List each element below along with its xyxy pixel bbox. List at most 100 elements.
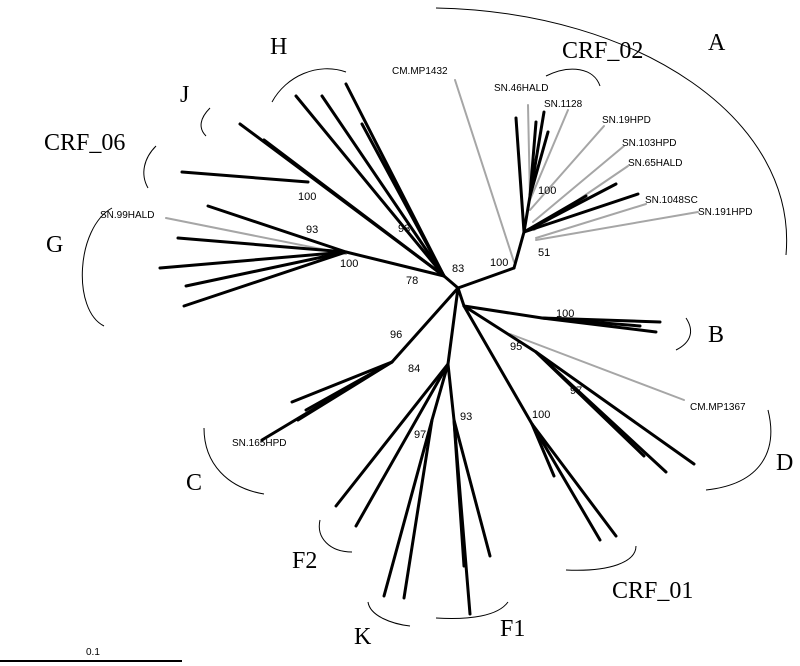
branch-sn-1128	[529, 109, 569, 201]
bootstrap-label: 95	[510, 341, 522, 353]
branch-root-a	[456, 266, 516, 290]
bootstrap-label: 100	[532, 409, 550, 421]
branch-g-4	[184, 250, 348, 288]
branch-sn-103hpd	[532, 145, 625, 223]
clade-labels: A CRF_02 H J CRF_06 G B D CRF_01 F1 K F2…	[44, 30, 793, 650]
bootstrap-label: 100	[538, 185, 556, 197]
branch-crf06-b	[180, 170, 310, 184]
branch-d-stem	[462, 304, 538, 354]
clade-arc-f2	[318, 519, 353, 553]
branch-c-1	[290, 360, 394, 404]
bootstrap-label: 100	[490, 257, 508, 269]
branch-cm-mp1367	[509, 333, 685, 401]
taxon-cm-mp1367: CM.MP1367	[690, 402, 746, 413]
branch-crf01-3	[530, 422, 556, 478]
branch-f1-3	[452, 418, 466, 568]
clade-brackets	[81, 7, 788, 627]
taxon-sn-19hpd: SN.19HPD	[602, 115, 651, 126]
branch-root-h	[442, 274, 460, 290]
branch-f1-2	[452, 418, 492, 558]
bootstrap-label: 51	[538, 247, 550, 259]
branch-f2-1	[354, 362, 450, 528]
tree-branches	[158, 82, 696, 616]
taxon-labels: CM.MP1432 SN.46HALD SN.1128 SN.19HPD SN.…	[100, 66, 752, 449]
clade-label-j: J	[180, 82, 189, 108]
branch-crf01-2	[530, 422, 602, 542]
clade-label-d: D	[776, 450, 793, 476]
taxon-sn-1128: SN.1128	[544, 99, 583, 110]
clade-label-crf02: CRF_02	[562, 38, 643, 64]
branch-crf02-c	[528, 130, 550, 198]
branch-crf01-stem	[462, 304, 534, 426]
branch-sn-1048sc	[535, 203, 647, 239]
taxon-cm-mp1432: CM.MP1432	[392, 66, 448, 77]
branch-sn-191hpd	[535, 211, 699, 241]
taxon-sn-46hald: SN.46HALD	[494, 83, 548, 94]
bootstrap-label: 100	[556, 308, 574, 320]
scale-bar: 0.1	[0, 647, 182, 662]
branch-d-1	[534, 350, 696, 466]
bootstrap-label: 84	[408, 363, 420, 375]
clade-arc-a	[435, 7, 788, 256]
branch-crf01-1	[530, 422, 618, 538]
clade-arc-crf01	[565, 545, 637, 571]
clade-label-crf06: CRF_06	[44, 130, 125, 156]
branch-f2-2	[334, 362, 450, 508]
branch-k-2	[402, 418, 434, 600]
clade-label-b: B	[708, 322, 724, 348]
clade-label-crf01: CRF_01	[612, 578, 693, 604]
bootstrap-label: 93	[460, 411, 472, 423]
bootstrap-label: 96	[390, 329, 402, 341]
branch-g-stem	[344, 250, 446, 278]
clade-label-h: H	[270, 34, 287, 60]
branch-k-stem	[430, 362, 450, 422]
clade-label-g: G	[46, 232, 63, 258]
branch-a-stem	[512, 230, 526, 270]
taxon-sn-191hpd: SN.191HPD	[698, 207, 752, 218]
branch-g-2	[176, 236, 348, 254]
branch-g-1	[206, 204, 348, 254]
branch-crf02-stem	[522, 194, 532, 234]
branch-crf02-b	[528, 110, 546, 198]
clade-arc-g	[81, 207, 113, 327]
bootstrap-label: 93	[398, 223, 410, 235]
clade-arc-b	[675, 317, 692, 351]
branch-g-5	[182, 250, 348, 308]
clade-arc-d	[705, 409, 772, 491]
clade-arc-j	[200, 107, 211, 137]
branch-a-right2	[522, 192, 640, 234]
branch-c-4	[260, 360, 394, 442]
branch-b-3	[540, 316, 642, 328]
clade-arc-crf02	[545, 68, 601, 87]
branch-cm-mp1432	[454, 79, 515, 263]
taxon-sn-1048sc: SN.1048SC	[645, 195, 698, 206]
branch-d-3	[534, 350, 646, 458]
clade-label-k: K	[354, 624, 372, 650]
clade-arc-k	[367, 601, 411, 627]
scale-bar-label: 0.1	[86, 647, 100, 658]
clade-arc-c	[203, 427, 265, 495]
bootstrap-label: 83	[452, 263, 464, 275]
bootstrap-values: 100 93 93 100 78 83 100 100 51 100 95 97…	[298, 185, 582, 441]
branch-k-1	[382, 418, 434, 598]
taxon-sn-65hald: SN.65HALD	[628, 158, 682, 169]
branch-h-1	[320, 94, 446, 278]
bootstrap-label: 97	[570, 385, 582, 397]
branch-fk-stem	[446, 286, 460, 366]
branch-sn-19hpd	[529, 125, 605, 211]
taxon-sn-99hald: SN.99HALD	[100, 210, 154, 221]
bootstrap-label: 100	[298, 191, 316, 203]
branch-a-top	[514, 116, 526, 234]
clade-arc-f1	[435, 601, 509, 619]
branch-f1-stem	[446, 362, 456, 422]
branch-b-stem	[462, 304, 544, 320]
bootstrap-label: 97	[414, 429, 426, 441]
clade-label-f2: F2	[292, 548, 317, 574]
bootstrap-label: 78	[406, 275, 418, 287]
clade-label-a: A	[708, 30, 726, 56]
clade-arc-crf06	[143, 145, 157, 189]
taxon-sn-103hpd: SN.103HPD	[622, 138, 676, 149]
clade-label-c: C	[186, 470, 202, 496]
